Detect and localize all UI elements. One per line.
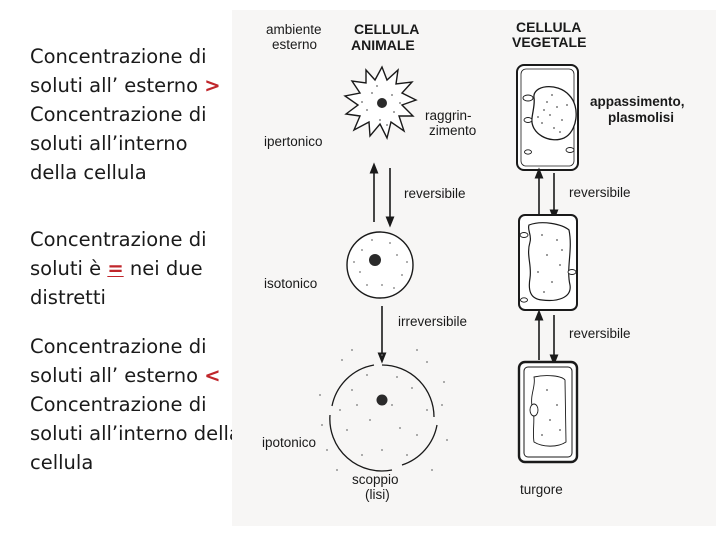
label-isotonico: isotonico: [264, 276, 317, 291]
label-appassimento: appassimento,: [590, 94, 685, 109]
text-line: soluti all’ esterno >: [30, 71, 245, 100]
header-ambiente: esterno: [272, 37, 317, 52]
label-turgore: turgore: [520, 482, 563, 497]
animal-cell-lysed: [319, 349, 448, 481]
label-plant-reversibile-2: reversibile: [569, 326, 631, 341]
label-scoppio: scoppio: [352, 472, 399, 487]
plant-reversible-arrows-2: [534, 309, 559, 366]
header-animal-cell: ANIMALE: [351, 37, 415, 53]
text-line: della cellula: [30, 161, 147, 184]
text-line: soluti all’interno della: [30, 422, 241, 445]
text-line: Concentrazione di: [30, 335, 207, 358]
label-plant-reversibile-1: reversibile: [569, 185, 631, 200]
text-line: Concentrazione di: [30, 103, 207, 126]
label-irreversibile: irreversibile: [398, 314, 467, 329]
text-line: soluti all’interno: [30, 132, 188, 155]
text-line: soluti all’ esterno <: [30, 361, 245, 390]
less-than-operator: <: [204, 364, 221, 387]
text-line: Concentrazione di: [30, 45, 207, 68]
plant-cell-plasmolyzed: [516, 64, 579, 171]
text-line: cellula: [30, 451, 94, 474]
text-block-hypertonic: Concentrazione di soluti all’ esterno > …: [30, 42, 245, 187]
osmosis-diagram: ambiente esterno CELLULA ANIMALE CELLULA…: [232, 10, 716, 526]
plant-reversible-arrows-1: [534, 167, 559, 221]
label-ipertonico: ipertonico: [264, 134, 323, 149]
greater-than-operator: >: [204, 74, 221, 97]
diagram-background: [232, 10, 716, 526]
equals-operator: =: [107, 257, 124, 280]
text-line: distretti: [30, 286, 106, 309]
text-line: Concentrazione di: [30, 393, 207, 416]
text-fragment: soluti all’ esterno: [30, 364, 205, 387]
header-plant-cell: VEGETALE: [512, 34, 586, 50]
label-ipotonico: ipotonico: [262, 435, 316, 450]
label-lisi: (lisi): [365, 487, 390, 502]
text-fragment: soluti all’ esterno: [30, 74, 205, 97]
text-fragment: soluti è: [30, 257, 108, 280]
header-plant-cell: CELLULA: [516, 19, 581, 35]
label-animal-reversibile: reversibile: [404, 186, 466, 201]
header-animal-cell: CELLULA: [354, 21, 419, 37]
plant-cell-normal: [518, 214, 578, 311]
animal-cell-normal: [346, 231, 414, 299]
label-raggrinzimento: zimento: [429, 123, 476, 138]
animal-reversible-arrows: [369, 162, 395, 228]
plant-cell-turgid: [517, 360, 579, 464]
text-line: soluti è = nei due: [30, 254, 245, 283]
header-ambiente: ambiente: [266, 22, 322, 37]
text-block-isotonic: Concentrazione di soluti è = nei due dis…: [30, 225, 245, 312]
text-fragment: nei due: [123, 257, 203, 280]
animal-cell-crenated: [343, 65, 418, 141]
text-block-hypotonic: Concentrazione di soluti all’ esterno < …: [30, 332, 245, 477]
label-raggrinzimento: raggrin-: [425, 108, 472, 123]
label-plasmolisi: plasmolisi: [608, 110, 674, 125]
text-line: Concentrazione di: [30, 228, 207, 251]
